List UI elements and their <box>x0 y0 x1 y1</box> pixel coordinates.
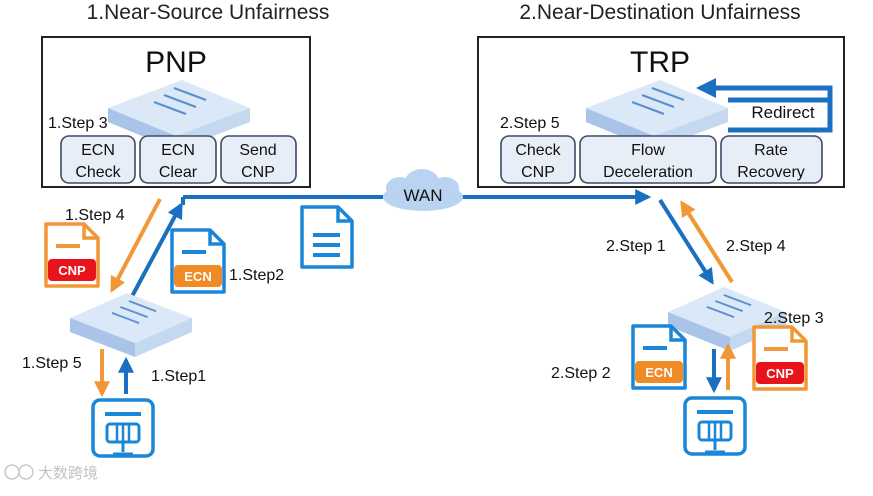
trp-module-check-cnp: Check CNP <box>500 135 576 184</box>
redirect-loop <box>728 97 833 133</box>
left-ecn-arrow <box>127 202 183 303</box>
left-host-icon <box>91 398 155 458</box>
trp-box: TRP Redirect 2.Step 5 Check CNP Flow Dec… <box>477 36 845 188</box>
svg-text:ECN: ECN <box>645 365 672 380</box>
left-step1-label: 1.Step1 <box>151 368 206 385</box>
svg-text:CNP: CNP <box>58 263 86 278</box>
svg-text:Recovery: Recovery <box>737 164 805 181</box>
svg-text:Check: Check <box>75 164 121 181</box>
right-cnp-packet-icon: CNP <box>752 325 808 391</box>
pnp-module-send-cnp: Send CNP <box>220 135 297 184</box>
pnp-title: PNP <box>145 46 207 79</box>
left-ecn-packet-icon: ECN <box>170 228 226 294</box>
left-switch-icon <box>70 293 192 357</box>
left-step2-label: 1.Step2 <box>229 267 284 284</box>
svg-text:ECN: ECN <box>81 142 115 159</box>
svg-text:CNP: CNP <box>766 366 794 381</box>
trp-title: TRP <box>630 46 690 79</box>
trp-module-flow-deceleration: Flow Deceleration <box>579 135 717 184</box>
left-cnp-packet-icon: CNP <box>44 222 100 288</box>
left-step5-label: 1.Step 5 <box>22 355 82 372</box>
left-cnp-arrow <box>110 198 162 293</box>
trp-module-rate-recovery: Rate Recovery <box>720 135 823 184</box>
svg-text:Check: Check <box>515 142 561 159</box>
svg-text:CNP: CNP <box>241 164 275 181</box>
svg-text:Flow: Flow <box>631 142 665 159</box>
svg-text:CNP: CNP <box>521 164 555 181</box>
svg-text:ECN: ECN <box>161 142 195 159</box>
trp-step-label: 2.Step 5 <box>500 115 560 132</box>
watermark-text: 大数跨境 <box>38 464 98 482</box>
pnp-box: PNP 1.Step 3 ECN Check ECN Clear Send CN… <box>41 36 311 188</box>
right-step4-label: 2.Step 4 <box>726 238 786 255</box>
wan-cloud-icon: WAN <box>383 169 463 211</box>
right-ecn-packet-icon: ECN <box>631 324 687 390</box>
right-data-arrow <box>658 198 714 285</box>
data-packet-icon <box>300 205 354 269</box>
svg-text:Send: Send <box>239 142 276 159</box>
svg-text:Deceleration: Deceleration <box>603 164 693 181</box>
left-step4-label: 1.Step 4 <box>65 207 125 224</box>
right-step1-label: 2.Step 1 <box>606 238 666 255</box>
watermark: 大数跨境 <box>4 464 98 482</box>
left-section-title: 1.Near-Source Unfairness <box>87 1 330 24</box>
right-host-icon <box>683 396 747 456</box>
svg-text:ECN: ECN <box>184 269 211 284</box>
wan-label: WAN <box>403 186 442 205</box>
right-cnp-arrow <box>680 200 734 284</box>
right-section-title: 2.Near-Destination Unfairness <box>519 1 800 24</box>
right-step3-label: 2.Step 3 <box>764 310 824 327</box>
pnp-step-label: 1.Step 3 <box>48 115 108 132</box>
right-step2-label: 2.Step 2 <box>551 365 611 382</box>
pnp-module-ecn-clear: ECN Clear <box>139 135 217 184</box>
svg-text:Rate: Rate <box>754 142 788 159</box>
svg-text:Clear: Clear <box>159 164 198 181</box>
redirect-label: Redirect <box>751 103 815 122</box>
pnp-module-ecn-check: ECN Check <box>60 135 136 184</box>
